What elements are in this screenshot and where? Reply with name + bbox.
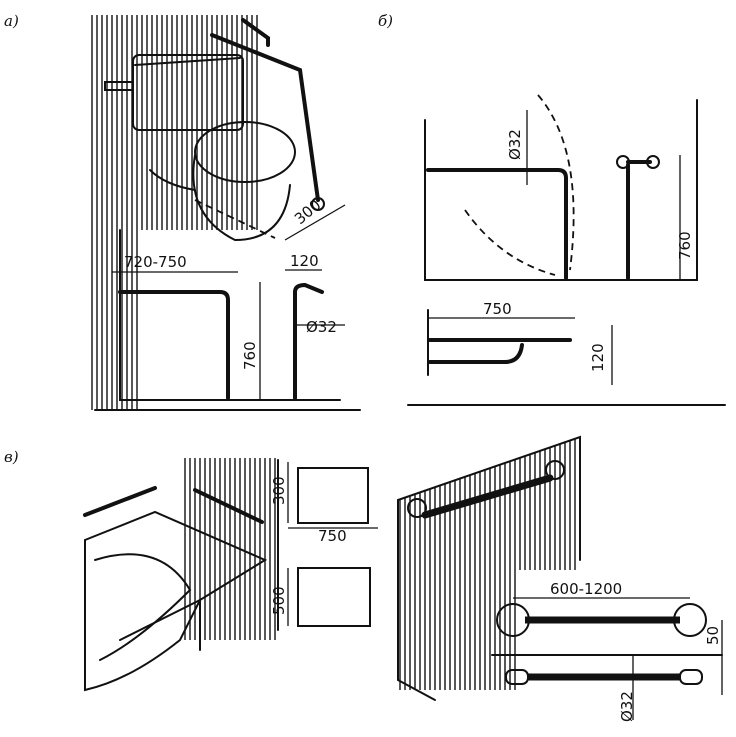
toilet [104,54,296,242]
dim-c-wall-gap: 50 [704,626,722,645]
panel-b-label: б) [378,12,393,30]
dim-a-offset: 120 [290,252,319,270]
grab-bar-c [397,435,581,701]
dim-a-width: 720-750 [124,253,187,271]
dim-c-seat-height: 500 [270,586,288,615]
elevation-c [277,459,378,631]
bathtub [83,486,268,692]
dim-b-offset: 120 [589,343,607,372]
dim-a-diameter: Ø32 [306,318,337,336]
dim-a-height: 760 [241,341,259,370]
elevation-a [94,229,361,411]
dim-c-width: 750 [318,527,347,545]
grab-bar-a-perspective [210,18,325,211]
dim-c-top-height: 300 [270,476,288,505]
wall-hatching [91,15,576,690]
panel-b: б) Ø32 760 750 120 [378,12,726,406]
dim-b-length: 750 [483,300,512,318]
panel-c-label: в) [4,448,19,466]
dim-b-diameter: Ø32 [506,129,524,160]
dim-c-bar-length: 600-1200 [550,580,622,598]
panel-a: а) 300 720-750 120 760 [4,12,361,411]
panel-c: в) 300 750 500 [4,435,723,722]
grab-bar-detail [491,597,723,720]
dim-b-height: 760 [676,231,694,260]
dim-c-diameter: Ø32 [618,691,636,722]
panel-a-label: а) [4,12,19,30]
